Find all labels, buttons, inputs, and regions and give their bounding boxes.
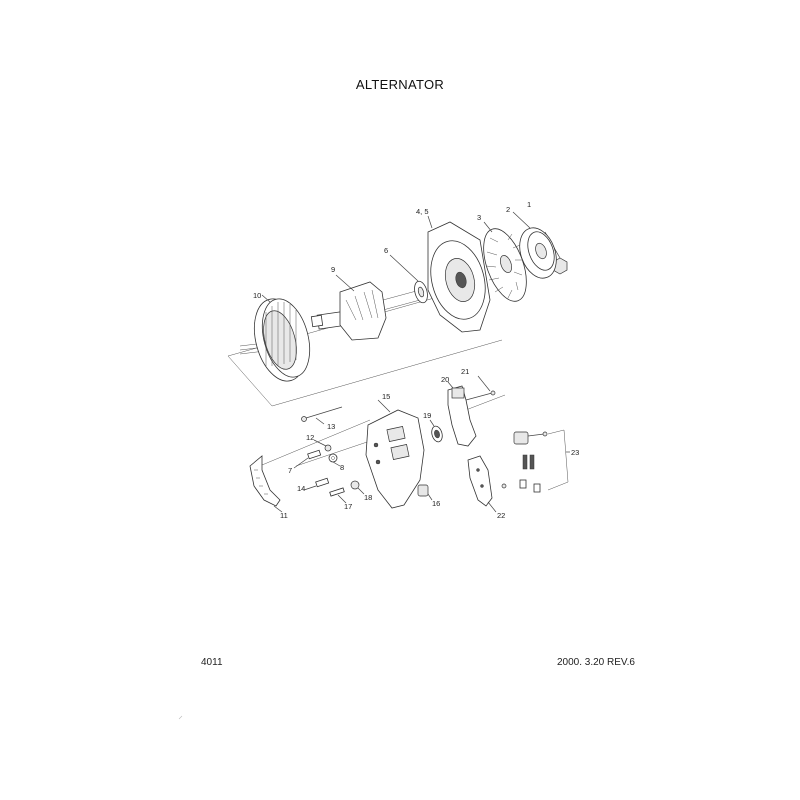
part-11-rear-cover[interactable] (249, 455, 283, 513)
part-17-stud[interactable] (329, 487, 347, 504)
part-10-stator[interactable] (246, 293, 318, 387)
callout-16: 16 (432, 499, 440, 508)
callout-1: 1 (527, 200, 531, 209)
part-22-regulator[interactable] (467, 455, 507, 513)
callout-12: 12 (306, 433, 314, 442)
callout-15: 15 (382, 392, 390, 401)
part-23-brush-holder-kit[interactable] (513, 429, 570, 493)
part-13-through-bolt[interactable] (301, 406, 343, 425)
callout-2: 2 (506, 205, 510, 214)
callout-23: 23 (571, 448, 579, 457)
callout-3: 3 (477, 213, 481, 222)
scan-mark (178, 715, 183, 720)
part-4-5-drive-end-housing[interactable] (423, 215, 494, 333)
callout-4-5: 4, 5 (416, 207, 429, 216)
part-7-terminal-bolt[interactable] (293, 449, 322, 469)
callout-10: 10 (253, 291, 261, 300)
part-12-nut-small[interactable] (313, 439, 332, 452)
callout-18: 18 (364, 493, 372, 502)
callout-6: 6 (384, 246, 388, 255)
callout-9: 9 (331, 265, 335, 274)
callout-19: 19 (423, 411, 431, 420)
callout-13: 13 (327, 422, 335, 431)
callout-17: 17 (344, 502, 352, 511)
part-15-slip-ring-end-housing[interactable] (365, 399, 425, 509)
part-16-bushing[interactable] (417, 484, 433, 501)
part-18-insulator[interactable] (350, 480, 365, 495)
callout-14: 14 (297, 484, 305, 493)
part-19-bearing[interactable] (429, 419, 444, 443)
callout-labels: 1 2 3 4, 5 6 7 8 9 10 11 12 13 14 15 16 … (253, 200, 579, 520)
part-9-rotor[interactable] (310, 274, 387, 341)
part-21-screw[interactable] (465, 375, 496, 401)
callout-11: 11 (280, 511, 288, 520)
part-6-spacer-washer[interactable] (389, 254, 430, 304)
callout-22: 22 (497, 511, 505, 520)
callout-7: 7 (288, 466, 292, 475)
part-14-terminal-pin[interactable] (303, 477, 330, 491)
callout-8: 8 (340, 463, 344, 472)
part-8-washer[interactable] (328, 453, 341, 467)
part-2-pulley[interactable] (512, 211, 563, 283)
part-3-fan[interactable] (475, 221, 535, 307)
page-title: ALTERNATOR (355, 77, 445, 92)
callout-20: 20 (441, 375, 449, 384)
part-20-rectifier[interactable] (447, 381, 477, 447)
callout-21: 21 (461, 367, 469, 376)
revision-date: 2000. 3.20 REV.6 (556, 657, 635, 668)
page-number: 4011 (201, 657, 223, 668)
